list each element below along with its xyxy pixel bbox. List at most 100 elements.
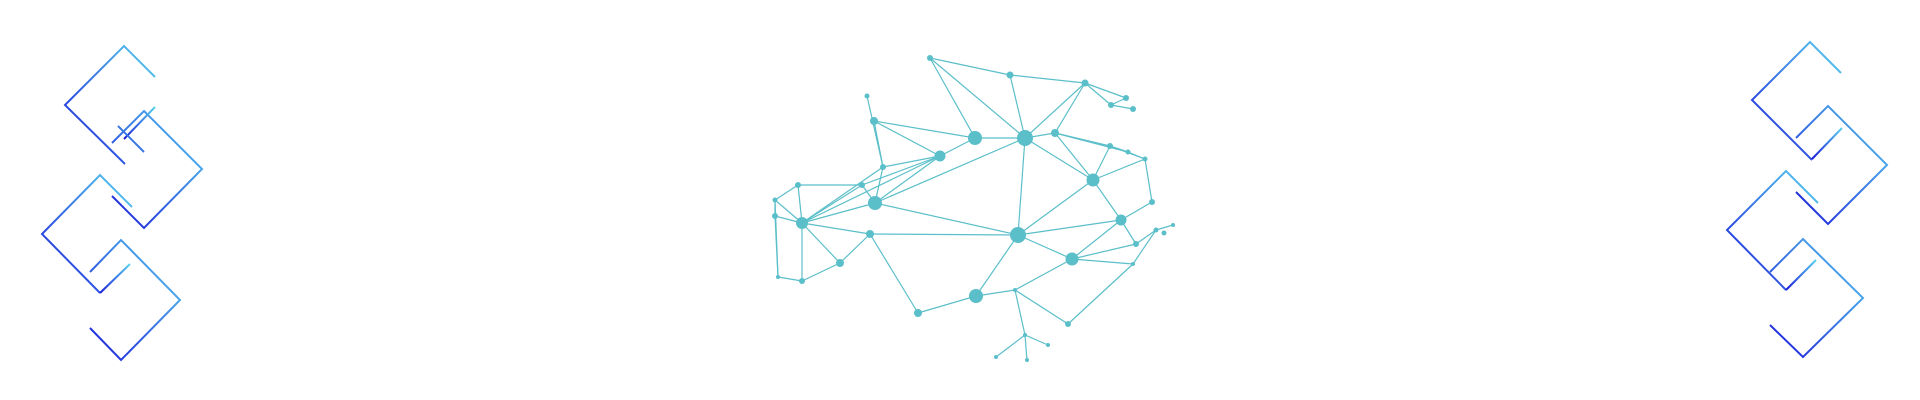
network-edge (1071, 243, 1137, 260)
network-edge (1084, 82, 1112, 106)
network-edge (995, 334, 1026, 358)
network-edge (801, 184, 863, 224)
network-node (1051, 129, 1059, 137)
network-node (1133, 241, 1139, 247)
network-node (772, 197, 778, 203)
network-edge (801, 262, 841, 282)
network-edge (874, 202, 1019, 236)
network-edge (1071, 258, 1134, 265)
lower-chain-link-icon (40, 173, 182, 362)
network-edge (774, 184, 799, 201)
network-edge (801, 166, 884, 224)
network-edge (801, 222, 841, 264)
network-edge (929, 57, 976, 139)
network-edge (1009, 74, 1026, 139)
network-edge (801, 155, 941, 224)
network-node (1123, 95, 1129, 101)
network-node (866, 230, 874, 238)
network-edge (1127, 151, 1146, 160)
network-node (1006, 71, 1014, 79)
network-edge (861, 155, 941, 186)
network-edge (874, 137, 1026, 204)
network-edge (1067, 263, 1134, 325)
network-edge (1054, 132, 1094, 181)
network-node (1065, 321, 1071, 327)
network-node (1142, 156, 1148, 162)
network-edge (882, 155, 941, 168)
network-edge (1054, 82, 1086, 134)
right-chain-decoration-icon (1725, 40, 1889, 359)
network-node (968, 131, 982, 145)
network-node (836, 259, 844, 267)
network-edge (1092, 179, 1122, 221)
network-nodes (772, 55, 1175, 362)
network-node (1065, 252, 1079, 266)
network-edge (1024, 82, 1086, 139)
network-edge (1017, 234, 1073, 260)
network-node (914, 309, 922, 317)
network-node (934, 150, 946, 162)
network-edge (1109, 145, 1129, 153)
network-node (1086, 173, 1100, 187)
network-edge (1132, 229, 1157, 265)
network-node (1131, 262, 1135, 266)
network-node (994, 355, 998, 359)
network-edge (1017, 219, 1122, 236)
network-node (1025, 358, 1029, 362)
network-edge (869, 233, 919, 314)
network-edge (975, 234, 1019, 297)
network-node (796, 217, 808, 229)
network-node (1153, 227, 1159, 233)
network-edge (1110, 104, 1134, 110)
network-node (859, 182, 865, 188)
network-edge (869, 233, 1019, 236)
network-node (1010, 227, 1026, 243)
network-node (870, 117, 878, 125)
network-node (868, 196, 882, 210)
network-edge (1024, 137, 1094, 181)
network-edge (1024, 334, 1049, 346)
network-edge (874, 155, 941, 204)
network-node (799, 278, 805, 284)
network-edge (1144, 158, 1153, 203)
network-node (776, 275, 780, 279)
network-edge (917, 295, 977, 314)
network-edge (873, 120, 941, 157)
network-edge (1014, 289, 1026, 336)
network-edge (1054, 132, 1129, 153)
network-edge (777, 276, 803, 282)
network-node (1017, 130, 1033, 146)
network-edge (1017, 137, 1026, 236)
network-node (1149, 199, 1155, 205)
network-node (1115, 214, 1127, 226)
network-node (1108, 102, 1114, 108)
network-edge (1071, 219, 1122, 260)
network-edge (1014, 258, 1073, 291)
network-node (1125, 149, 1131, 155)
network-node (1171, 223, 1175, 227)
network-node (1107, 143, 1113, 149)
network-node (1161, 230, 1167, 236)
network-edge (1024, 334, 1028, 361)
network-edge (774, 199, 779, 278)
network-edge (1014, 289, 1069, 325)
network-node (1013, 288, 1017, 292)
network-node (1023, 333, 1027, 337)
network-edge (1017, 179, 1094, 236)
network-node (1130, 106, 1136, 112)
left-chain-decoration-icon (40, 44, 204, 362)
network-edge (873, 120, 976, 139)
network-edge (1092, 158, 1146, 181)
network-edge (866, 95, 884, 168)
brain-network-graphic (772, 55, 1175, 362)
upper-chain-link-icon (1750, 40, 1889, 226)
network-node (1046, 343, 1050, 347)
network-edge (1135, 229, 1157, 245)
network-node (927, 55, 933, 61)
network-edge (1120, 201, 1153, 221)
network-edge (801, 222, 871, 235)
network-edge (1009, 74, 1086, 84)
network-node (1081, 79, 1089, 87)
network-edge (801, 202, 876, 224)
